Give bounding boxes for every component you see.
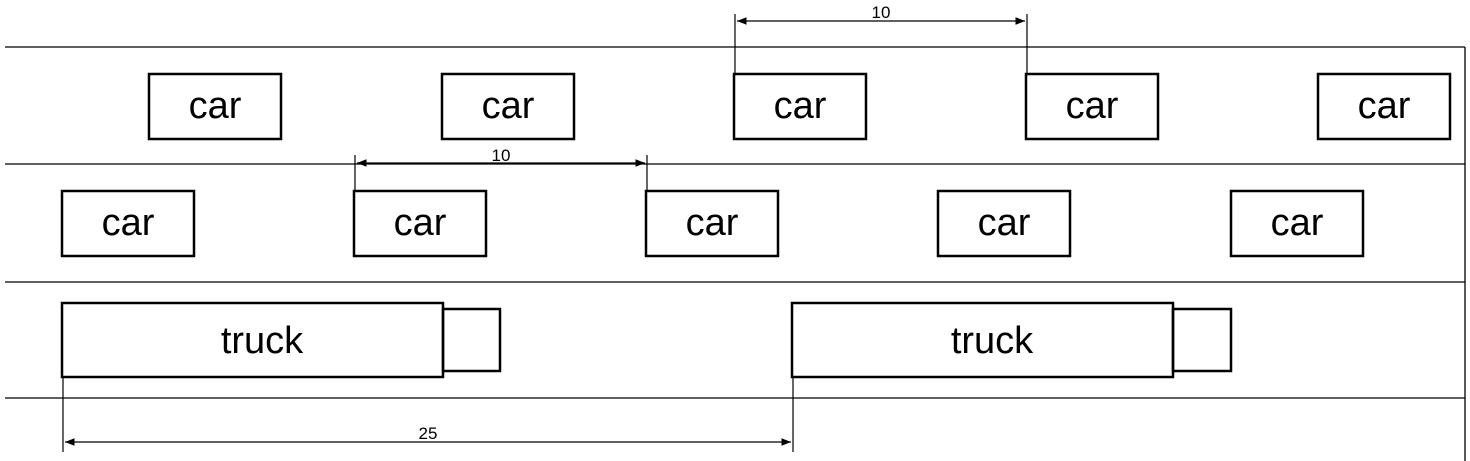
lane-3: truck truck (60, 301, 1233, 379)
vehicle-label: car (482, 85, 535, 127)
vehicle-label: car (978, 202, 1031, 244)
car: car (440, 72, 576, 141)
dimension-bottom: 25 (62, 377, 794, 452)
dimension-label: 10 (492, 146, 511, 165)
car: car (60, 189, 196, 258)
truck-cab (1171, 307, 1233, 373)
lane-2: car car car car car (60, 189, 1365, 258)
car: car (1024, 72, 1160, 141)
truck: truck (790, 301, 1233, 379)
dimension-label: 10 (872, 3, 891, 22)
vehicle-label: car (1271, 202, 1324, 244)
vehicle-label: car (774, 85, 827, 127)
lane-1: car car car car car (147, 72, 1452, 141)
dimension-label: 25 (419, 424, 438, 443)
car: car (644, 189, 780, 258)
car: car (147, 72, 283, 141)
vehicle-label: car (1358, 85, 1411, 127)
vehicle-label: car (686, 202, 739, 244)
car: car (352, 189, 488, 258)
vehicle-label: car (189, 85, 242, 127)
car: car (936, 189, 1072, 258)
vehicle-label: car (102, 202, 155, 244)
truck-cab (441, 307, 502, 373)
vehicle-label: truck (951, 320, 1034, 362)
truck: truck (60, 301, 502, 379)
vehicle-label: car (394, 202, 447, 244)
dimension-middle: 10 (354, 146, 648, 190)
car: car (1316, 72, 1452, 141)
vehicle-label: truck (221, 320, 304, 362)
car: car (1229, 189, 1365, 258)
dimension-top: 10 (734, 3, 1028, 74)
vehicle-label: car (1066, 85, 1119, 127)
car: car (732, 72, 868, 141)
